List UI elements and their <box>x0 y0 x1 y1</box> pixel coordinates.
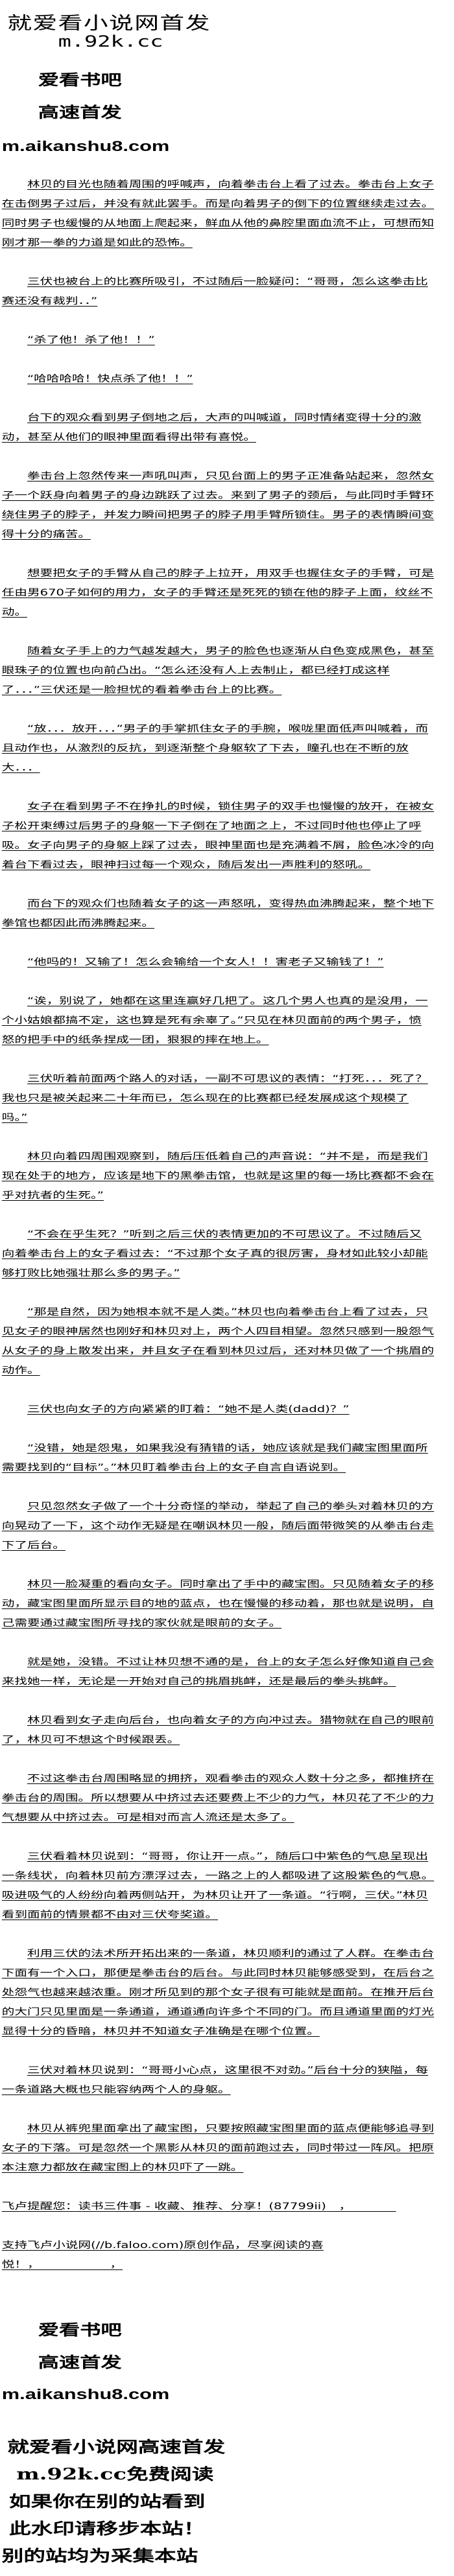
story-paragraph: 只见忽然女子做了一个十分奇怪的举动，举起了自己的拳头对着林贝的方向晃动了一下，这… <box>1 1502 435 1551</box>
footer-brand-slogan: 高速首发 <box>38 2354 122 2371</box>
watermark-title: 就爱看小说网首发 <box>7 14 211 34</box>
story-paragraph: “他吗的！又输了！怎么会输给一个女人！！害老子又输钱了！” <box>27 957 384 968</box>
story-paragraph: “不会在乎生死？”听到之后三伏的表情更加的不可思议了。不过随后又向着拳击台上的女… <box>1 1229 428 1279</box>
footer-watermark-line: 如果你在别的站看到 <box>9 2492 206 2511</box>
site-notice: 飞卢提醒您：读书三件事 - 收藏、推荐、分享！(87799ii) ， <box>1 2201 396 2212</box>
story-paragraph: 而台下的观众们也随着女子的这一声怒吼，变得热血沸腾起来，整个地下拳馆也都因此而沸… <box>1 899 435 929</box>
footer-watermark-line: m.92k.cc免费阅读 <box>16 2465 214 2483</box>
brand-name: 爱看书吧 <box>38 71 122 88</box>
story-paragraph: 利用三伏的法术所开拓出来的一条道，林贝顺利的通过了人群。在拳击台下面有一个入口，… <box>1 1949 435 2037</box>
story-paragraph: “杀了他！杀了他！！” <box>27 335 155 345</box>
story-paragraph: 三伏看着林贝说到：“哥哥，你让开一点。”，随后口中紫色的气息呈现出一条线状，向着… <box>1 1851 435 1920</box>
chapter-content: 林贝的目光也随着周围的呼喊声，向着拳击台上看了过去。拳击台上女子在击倒男子过后，… <box>2 175 434 2275</box>
story-paragraph: 林贝从裤兜里面拿出了藏宝图，只要按照藏宝图里面的蓝点便能够追寻到女子的下落。可是… <box>1 2124 435 2173</box>
brand-url-link[interactable]: m.aikanshu8.com <box>1 138 170 154</box>
story-paragraph: “放．．．放开．．．”男子的手掌抓住女子的手腕，喉咙里面低声叫喊着，而且动作也，… <box>1 724 429 773</box>
story-paragraph: 林贝的目光也随着周围的呼喊声，向着拳击台上看了过去。拳击台上女子在击倒男子过后，… <box>1 180 435 248</box>
story-paragraph: “那是自然，因为她根本就不是人类。”林贝也向着拳击台上看了过去，只见女子的眼神居… <box>1 1307 435 1376</box>
story-paragraph: 不过这拳击台周围略显的拥挤，观看拳击的观众人数十分之多，都推挤在拳击台的周围。所… <box>1 1774 435 1823</box>
story-paragraph: 三伏也向女子的方向紧紧的盯着：“她不是人类(dadd)？” <box>27 1404 350 1415</box>
story-paragraph: 三伏也被台上的比赛所吸引，不过随后一脸疑问：“哥哥，怎么这拳击比赛还没有裁判．．… <box>1 277 428 307</box>
page-header: 就爱看小说网首发 m.92k.cc 爱看书吧 高速首发 m.aikanshu8.… <box>0 0 454 175</box>
brand-slogan: 高速首发 <box>38 104 122 121</box>
story-paragraph: 就是她，没错。不过让林贝想不通的是，台上的女子怎么好像知道自己会来找她一样，无论… <box>1 1657 435 1687</box>
story-paragraph: 三伏听着前面两个路人的对话，一副不可思议的表情：“打死．．．死了？我也只是被关起… <box>1 1074 428 1123</box>
footer-brand-url-link[interactable]: m.aikanshu8.com <box>1 2386 170 2402</box>
footer-brand-name: 爱看书吧 <box>38 2321 122 2338</box>
story-paragraph: 想要把女子的手臂从自己的脖子上拉开，用双手也握住女子的手臂，可是任由男670子如… <box>1 568 435 618</box>
story-paragraph: 随着女子手上的力气越发越大，男子的脸色也逐渐从白色变成黑色，甚至眼珠子的位置也向… <box>1 646 435 695</box>
story-paragraph: 台下的观众看到男子倒地之后，大声的叫喊道，同时情绪变得十分的激动，甚至从他们的眼… <box>1 413 422 443</box>
page-footer: 爱看书吧 高速首发 m.aikanshu8.com 就爱看小说网高速首发 m.9… <box>0 2294 454 2576</box>
story-paragraph: “诶，别说了，她都在这里连赢好几把了。这几个男人也真的是没用，一个小姑娘都搞不定… <box>1 996 428 1045</box>
story-paragraph: 林贝向着四周围观察到，随后压低着自己的声音说：“并不是，而是我们现在处于的地方，… <box>1 1152 435 1201</box>
story-paragraph: 林贝看到女子走向后台，也向着女子的方向冲过去。猎物就在自己的眼前了，林贝可不想这… <box>1 1715 435 1745</box>
story-paragraph: 三伏对着林贝说到：“哥哥小心点，这里很不对劲。”后台十分的狭隘，每一条道路大概也… <box>1 2065 429 2095</box>
story-paragraph: 女子在看到男子不在挣扎的时候，锁住男子的双手也慢慢的放开，在被女子松开束缚过后男… <box>1 802 435 870</box>
site-notice: 支持飞卢小说网(//b.faloo.com)原创作品，尽享阅读的喜悦！， ， <box>1 2240 324 2270</box>
story-paragraph: 林贝一脸凝重的看向女子。同时拿出了手中的藏宝图。只见随着女子的移动，藏宝图里面所… <box>1 1579 435 1629</box>
footer-watermark-line: 此水印请移步本站！ <box>9 2519 206 2538</box>
footer-watermark-line: 别的站均为采集本站 <box>1 2546 198 2565</box>
story-paragraph: “没错，她是怨鬼，如果我没有猜错的话，她应该就是我们藏宝图里面所需要找到的“目标… <box>1 1443 428 1473</box>
footer-watermark-line: 就爱看小说网高速首发 <box>7 2437 226 2456</box>
story-paragraph: “哈哈哈哈！快点杀了他！！” <box>27 374 193 384</box>
story-paragraph: 拳击台上忽然传来一声吼叫声，只见台面上的男子正准备站起来，忽然女子一个跃身向着男… <box>1 471 435 540</box>
watermark-url: m.92k.cc <box>58 32 163 51</box>
